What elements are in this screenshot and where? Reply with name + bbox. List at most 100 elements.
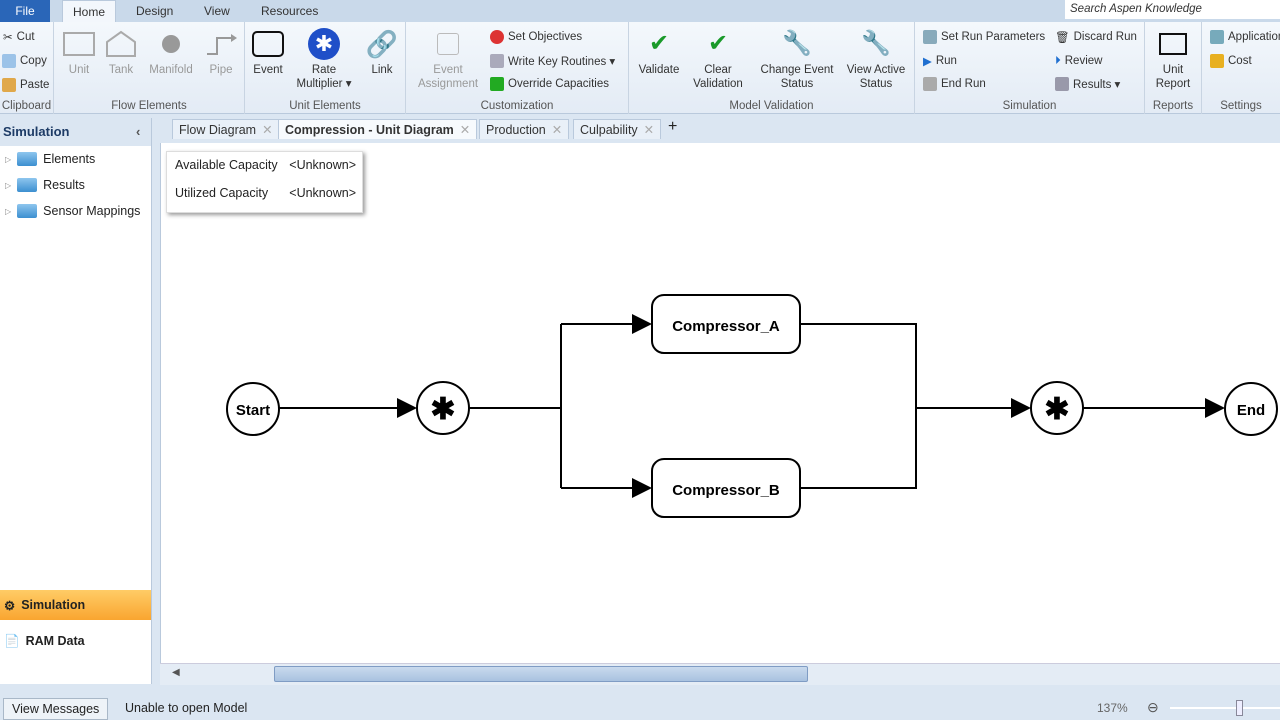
cut-button[interactable]: ✂Cut	[3, 28, 35, 46]
nav-label: RAM Data	[25, 634, 85, 648]
tab-production[interactable]: Production ✕	[479, 119, 570, 139]
label: View Active	[846, 64, 906, 76]
pipe-button[interactable]: Pipe	[202, 28, 240, 77]
manifold-button[interactable]: Manifold	[146, 28, 196, 77]
capacity-value: <Unknown>	[289, 186, 356, 200]
results-button[interactable]: Results ▾	[1055, 75, 1120, 93]
tab-flow-diagram[interactable]: Flow Diagram ✕	[172, 119, 280, 139]
tree-item-results[interactable]: ▷Results	[0, 172, 151, 198]
unit-button[interactable]: Unit	[60, 28, 98, 77]
stop-icon	[923, 77, 937, 91]
add-tab-icon[interactable]: +	[668, 118, 678, 135]
validate-button[interactable]: ✔Validate	[633, 28, 685, 77]
close-icon[interactable]: ✕	[551, 123, 563, 137]
junction-node[interactable]	[416, 381, 470, 435]
close-icon[interactable]: ✕	[643, 123, 655, 137]
junction-icon: ✱	[1044, 393, 1069, 426]
set-run-parameters-button[interactable]: Set Run Parameters	[923, 28, 1045, 46]
expand-icon[interactable]: ▷	[5, 154, 12, 164]
view-messages-button[interactable]: View Messages	[3, 698, 109, 720]
play-icon: ▶	[923, 56, 932, 68]
collapse-icon[interactable]: ‹	[136, 124, 141, 139]
unit-diagram: Start ✱ ✱ End Compressor_A Compressor_B	[226, 294, 1278, 518]
close-icon[interactable]: ✕	[459, 123, 471, 137]
group-label: Settings	[1220, 100, 1262, 112]
discard-run-button[interactable]: 🗑Discard Run	[1055, 28, 1137, 46]
event-button[interactable]: Event	[249, 28, 287, 77]
tree-label: Elements	[43, 152, 96, 166]
label: Discard Run	[1073, 31, 1137, 43]
tab-resources[interactable]: Resources	[261, 4, 319, 18]
unit-node-compressor-b[interactable]	[651, 458, 801, 518]
expand-icon[interactable]: ▷	[5, 206, 12, 216]
results-icon	[1055, 77, 1069, 91]
simulation-icon: ⚙	[4, 598, 16, 613]
flow-elements-group: Unit Tank Manifold Pipe Flow Elements	[54, 22, 245, 114]
tab-label: Compression - Unit Diagram	[285, 123, 454, 137]
tab-label: Flow Diagram	[179, 123, 257, 137]
capacity-row: Utilized Capacity<Unknown>	[175, 186, 356, 200]
tab-compression-unit-diagram[interactable]: Compression - Unit Diagram ✕	[278, 119, 478, 139]
scroll-left-icon[interactable]: ◀	[172, 667, 180, 678]
capacity-panel: Available Capacity<Unknown> Utilized Cap…	[166, 151, 363, 213]
start-label: Start	[236, 402, 270, 419]
tree-item-sensor-mappings[interactable]: ▷Sensor Mappings	[0, 198, 151, 224]
paste-button[interactable]: Paste	[2, 76, 49, 94]
junction-node[interactable]	[1030, 381, 1084, 435]
label: End Run	[941, 78, 986, 90]
label: Review	[1064, 55, 1103, 67]
tank-button[interactable]: Tank	[102, 28, 140, 77]
group-label: Flow Elements	[111, 100, 187, 112]
copy-button[interactable]: Copy	[2, 52, 47, 70]
tab-label: Production	[486, 123, 546, 137]
override-capacities-button[interactable]: Override Capacities	[490, 75, 609, 93]
label: Report	[1155, 78, 1191, 90]
override-icon	[490, 77, 504, 91]
search-input[interactable]: Search Aspen Knowledge	[1065, 0, 1280, 19]
nav-ram-data[interactable]: 📄RAM Data	[0, 626, 151, 656]
zoom-slider-handle[interactable]	[1236, 700, 1243, 716]
tab-design[interactable]: Design	[136, 4, 174, 18]
start-node[interactable]	[226, 382, 280, 436]
scrollbar-thumb[interactable]	[274, 666, 808, 682]
tab-home[interactable]: Home	[62, 0, 117, 23]
review-button[interactable]: ⏵Review	[1055, 52, 1102, 70]
group-label: Reports	[1152, 100, 1194, 112]
zoom-slider[interactable]	[1170, 707, 1280, 709]
run-button[interactable]: ▶Run	[923, 52, 957, 70]
label: Status	[780, 78, 814, 90]
zoom-out-icon[interactable]: ⊖	[1147, 699, 1159, 715]
tab-view[interactable]: View	[204, 4, 230, 18]
set-objectives-button[interactable]: Set Objectives	[490, 28, 582, 46]
unit-label: Compressor_A	[672, 318, 780, 335]
link-button[interactable]: 🔗Link	[363, 28, 401, 77]
end-node[interactable]	[1224, 382, 1278, 436]
diagram-canvas[interactable]: Start ✱ ✱ End Compressor_A Compressor_B	[160, 143, 1280, 663]
tab-culpability[interactable]: Culpability ✕	[573, 119, 662, 139]
end-label: End	[1237, 402, 1265, 419]
cost-button[interactable]: Cost	[1210, 52, 1252, 70]
write-key-routines-button[interactable]: Write Key Routines ▾	[490, 52, 615, 70]
tree-item-elements[interactable]: ▷ Elements	[0, 146, 151, 172]
expand-icon[interactable]: ▷	[5, 180, 12, 190]
nav-simulation[interactable]: ⚙Simulation	[0, 590, 151, 620]
end-run-button[interactable]: End Run	[923, 75, 986, 93]
application-button[interactable]: Application	[1210, 28, 1280, 46]
manifold-icon	[155, 28, 187, 60]
file-menu[interactable]: File	[0, 0, 50, 22]
sidebar: Simulation‹ ▷ Elements ▷Results ▷Sensor M…	[0, 118, 152, 684]
unit-node-compressor-a[interactable]	[651, 294, 801, 354]
sidebar-title: Simulation‹	[0, 118, 151, 146]
pipe-icon	[205, 28, 237, 60]
close-icon[interactable]: ✕	[262, 123, 273, 137]
tab-label: Culpability	[580, 123, 638, 137]
group-label: Model Validation	[729, 100, 814, 112]
